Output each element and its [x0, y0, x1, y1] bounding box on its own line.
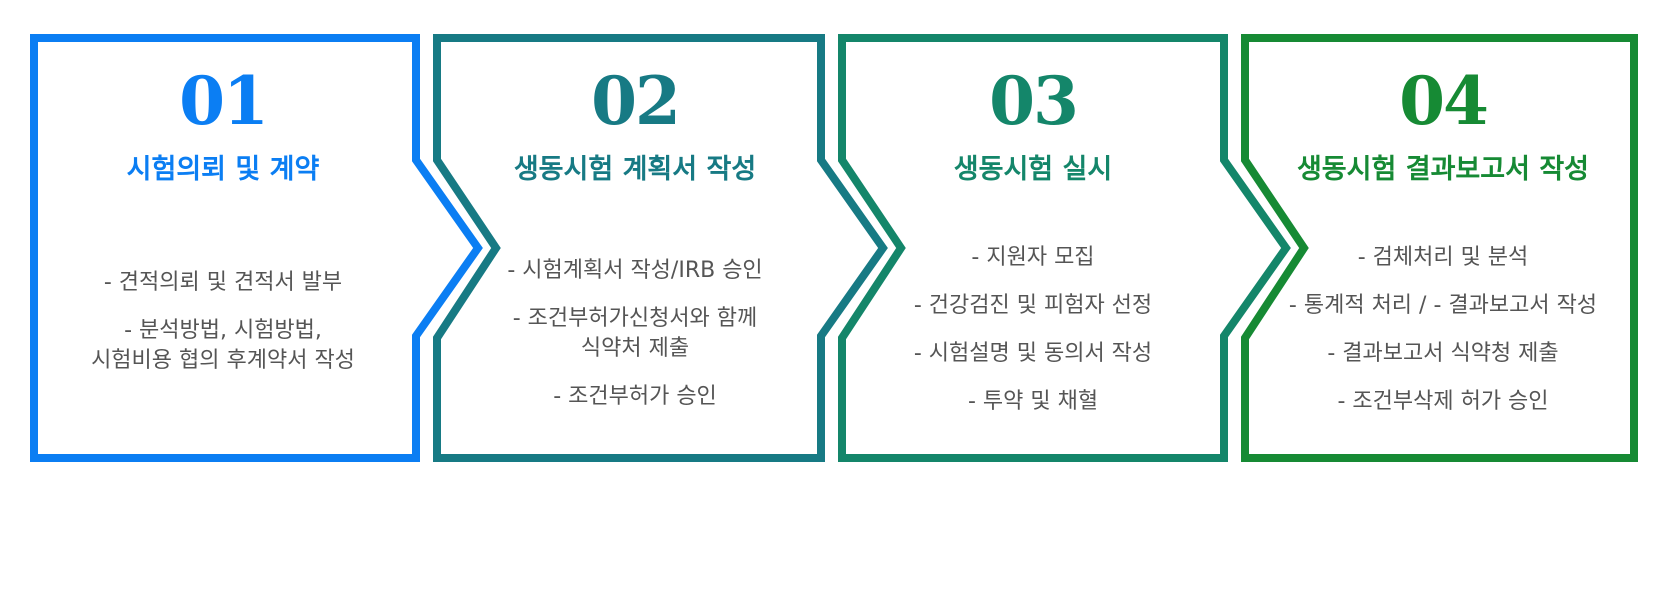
- step-1-item: - 견적의뢰 및 견적서 발부: [103, 270, 343, 295]
- step-3-title: 생동시험 실시: [953, 154, 1113, 185]
- step-3: 03 생동시험 실시 - 지원자 모집 - 건강검진 및 피험자 선정 - 시험…: [868, 60, 1198, 420]
- step-2-title: 생동시험 계획서 작성: [513, 154, 757, 185]
- step-1-arrow-frame: [30, 34, 483, 462]
- step-2: 02 생동시험 계획서 작성 - 시험계획서 작성/IRB 승인 - 조건부허가…: [470, 60, 800, 420]
- step-2-item: - 조건부허가 승인: [553, 384, 717, 409]
- step-2-number: 02: [591, 62, 681, 140]
- step-2-item: - 조건부허가신청서와 함께 식약처 제출: [512, 306, 758, 361]
- step-2-items: - 시험계획서 작성/IRB 승인 - 조건부허가신청서와 함께 식약처 제출 …: [470, 256, 800, 430]
- step-4-item: - 결과보고서 식약청 제출: [1327, 341, 1559, 366]
- step-1-title: 시험의뢰 및 계약: [126, 154, 320, 185]
- step-4-title: 생동시험 결과보고서 작성: [1296, 154, 1590, 185]
- step-4-number: 04: [1399, 62, 1489, 140]
- step-4: 04 생동시험 결과보고서 작성 - 검체처리 및 분석 - 통계적 처리 / …: [1278, 60, 1608, 420]
- step-3-item: - 건강검진 및 피험자 선정: [913, 293, 1153, 318]
- step-1-item: - 분석방법, 시험방법, 시험비용 협의 후계약서 작성: [91, 318, 355, 373]
- step-2-arrow-frame: [433, 34, 888, 462]
- step-3-items: - 지원자 모집 - 건강검진 및 피험자 선정 - 시험설명 및 동의서 작성…: [868, 243, 1198, 435]
- step-3-item: - 지원자 모집: [971, 245, 1095, 270]
- step-4-items: - 검체처리 및 분석 - 통계적 처리 / - 결과보고서 작성 - 결과보고…: [1278, 243, 1608, 435]
- step-4-item: - 조건부삭제 허가 승인: [1337, 389, 1549, 414]
- step-4-item: - 통계적 처리 / - 결과보고서 작성: [1288, 293, 1598, 318]
- step-4-item: - 검체처리 및 분석: [1357, 245, 1529, 270]
- step-3-arrow-frame: [838, 34, 1291, 462]
- step-1: 01 시험의뢰 및 계약 - 견적의뢰 및 견적서 발부 - 분석방법, 시험방…: [58, 60, 388, 420]
- step-1-number: 01: [179, 62, 269, 140]
- step-1-items: - 견적의뢰 및 견적서 발부 - 분석방법, 시험방법, 시험비용 협의 후계…: [58, 268, 388, 394]
- step-4-arrow-frame: [1241, 34, 1638, 462]
- step-2-item: - 시험계획서 작성/IRB 승인: [507, 258, 763, 283]
- step-3-item: - 시험설명 및 동의서 작성: [913, 341, 1153, 366]
- step-3-number: 03: [989, 62, 1079, 140]
- step-3-item: - 투약 및 채혈: [967, 389, 1099, 414]
